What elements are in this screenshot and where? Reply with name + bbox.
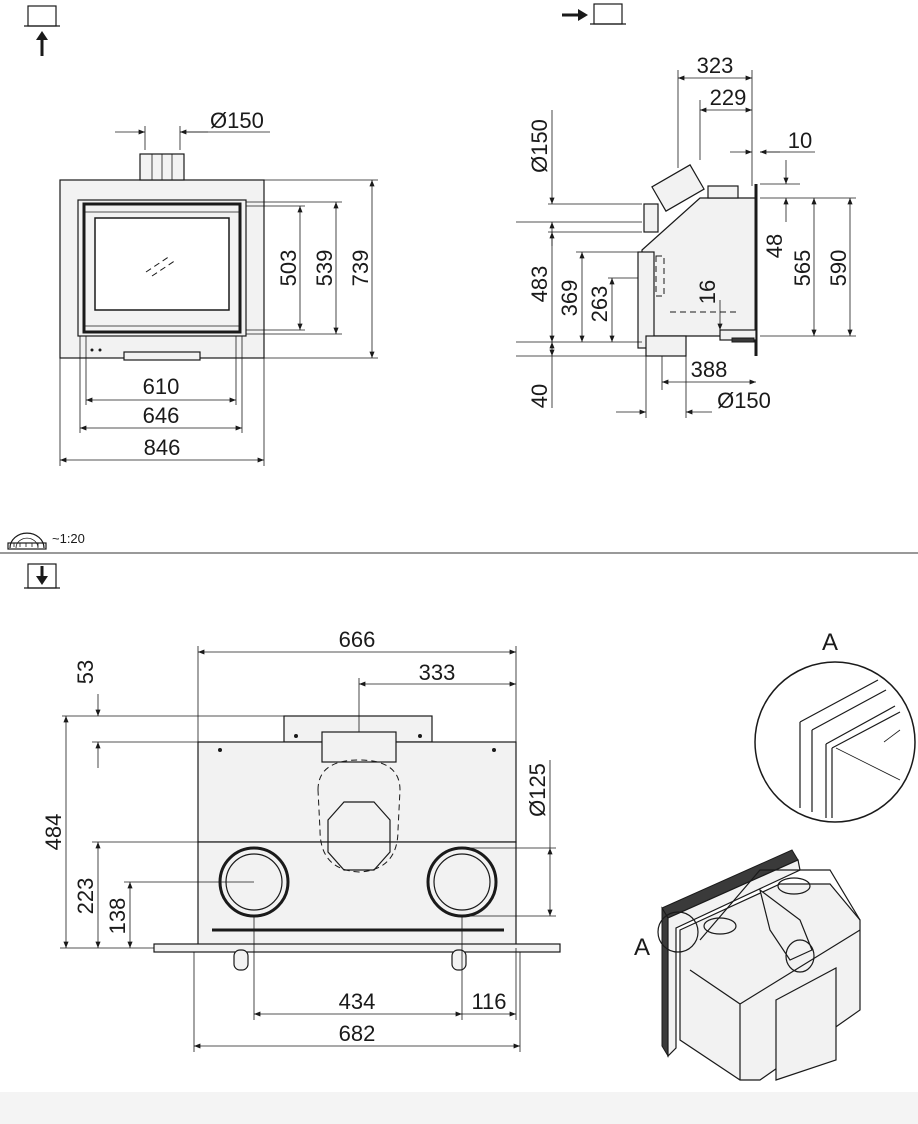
- side-view-icon: [562, 3, 626, 25]
- dim-side-388: 388: [691, 357, 728, 382]
- top-view-icon: [24, 563, 60, 589]
- dim-front-739: 739: [348, 250, 373, 287]
- dim-front-846: 846: [144, 435, 181, 460]
- front-dimension-lines: [59, 126, 378, 466]
- detail-a-circle: [754, 661, 916, 823]
- dim-front-503: 503: [276, 250, 301, 287]
- dim-side-flue-bottom: Ø150: [717, 388, 771, 413]
- dim-front-610: 610: [143, 374, 180, 399]
- dim-side-483: 483: [527, 266, 552, 303]
- dim-side-369: 369: [557, 280, 582, 317]
- isometric-view: [657, 849, 861, 1081]
- scale-label: ~1:20: [52, 531, 85, 546]
- dim-front-539: 539: [312, 250, 337, 287]
- dim-side-565: 565: [790, 250, 815, 287]
- dim-top-484: 484: [41, 814, 66, 851]
- dim-side-16: 16: [695, 280, 720, 304]
- front-view-icon: [24, 5, 60, 56]
- dim-top-333: 333: [419, 660, 456, 685]
- dim-front-flue: Ø150: [210, 108, 264, 133]
- dim-side-229: 229: [710, 85, 747, 110]
- front-view-drawing: [59, 153, 265, 361]
- dim-side-590: 590: [826, 250, 851, 287]
- top-dimension-lines: [60, 646, 556, 1052]
- dim-top-434: 434: [339, 989, 376, 1014]
- detail-a-label: A: [822, 629, 838, 656]
- dim-side-48: 48: [762, 234, 787, 258]
- dim-side-flue-top: Ø150: [527, 119, 552, 173]
- dim-top-125: Ø125: [525, 763, 550, 817]
- dim-top-666: 666: [339, 627, 376, 652]
- side-view-drawing: [637, 164, 758, 357]
- dim-top-116: 116: [471, 989, 506, 1014]
- dim-top-682: 682: [339, 1021, 376, 1046]
- dim-front-646: 646: [143, 403, 180, 428]
- detail-a-marker: A: [634, 934, 650, 961]
- scale-ruler-icon: [7, 532, 47, 550]
- side-dimension-lines: [516, 70, 856, 418]
- dim-top-53: 53: [73, 660, 98, 684]
- dim-side-263: 263: [587, 286, 612, 323]
- dim-side-40: 40: [527, 384, 552, 408]
- dim-side-10: 10: [788, 128, 812, 153]
- dim-side-323: 323: [697, 53, 734, 78]
- dim-top-223: 223: [73, 878, 98, 915]
- top-view-drawing: [153, 715, 561, 971]
- dim-top-138: 138: [105, 898, 130, 935]
- footer-bar: [0, 1092, 918, 1124]
